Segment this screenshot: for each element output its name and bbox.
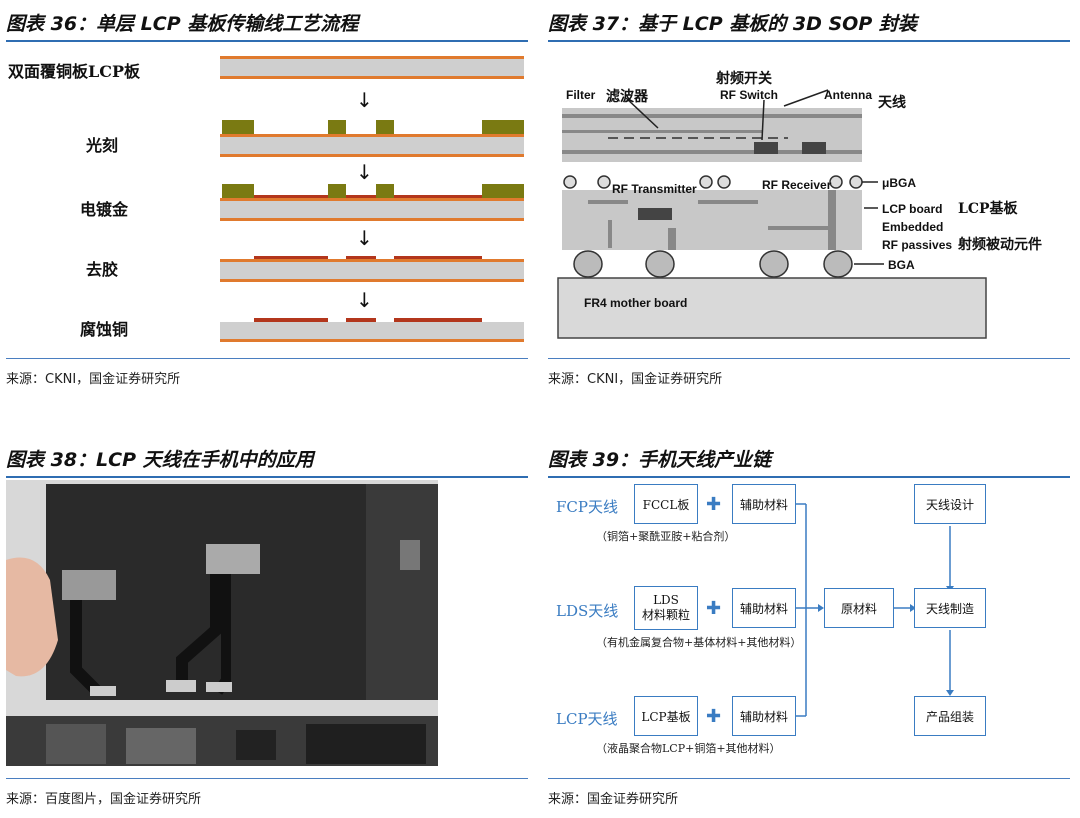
- bottom-rule: [548, 358, 1070, 359]
- step-label: 腐蚀铜: [80, 320, 129, 339]
- down-arrow-icon: ↓: [356, 288, 373, 312]
- box-text: FCCL板: [642, 497, 690, 512]
- fcp-antenna-label: FCP天线: [556, 498, 618, 516]
- product-assembly-box: 产品组装: [914, 696, 986, 736]
- layer-stack-3: [220, 184, 524, 221]
- fccl-board-box: FCCL板: [634, 484, 698, 524]
- bottom-rule: [6, 778, 528, 779]
- lds-material-box: LDS 材料颗粒: [634, 586, 698, 630]
- antenna-label: Antenna: [824, 88, 872, 102]
- title-rule: [548, 476, 1070, 478]
- step-label: 双面覆铜板LCP板: [8, 62, 141, 81]
- aux-material-box: 辅助材料: [732, 696, 796, 736]
- antenna-cn-label: 天线: [878, 95, 906, 111]
- figure-37-title: 图表 37：基于 LCP 基板的 3D SOP 封装: [548, 13, 917, 35]
- plus-icon: ✚: [706, 598, 722, 619]
- figure-source: 来源：国金证券研究所: [548, 792, 679, 807]
- figure-39: 图表 39：手机天线产业链 FCP天线 FCCL板 ✚ 辅助材料 （铜箔+聚酰亚…: [548, 446, 1070, 812]
- row-note: （铜箔+聚酰亚胺+粘合剂）: [596, 530, 736, 543]
- box-text: 天线设计: [925, 497, 974, 512]
- figure-39-title: 图表 39：手机天线产业链: [548, 449, 772, 471]
- figure-38-title: 图表 38：LCP 天线在手机中的应用: [6, 449, 314, 471]
- title-rule: [6, 476, 528, 478]
- rf-transmitter-label: RF Transmitter: [612, 182, 697, 196]
- embedded-label: Embedded: [882, 220, 944, 234]
- aux-material-box: 辅助材料: [732, 588, 796, 628]
- raw-material-box: 原材料: [824, 588, 894, 628]
- rf-switch-label: RF Switch: [720, 88, 779, 102]
- layer-stack-1: [220, 56, 524, 79]
- box-text: 辅助材料: [739, 709, 788, 724]
- step-label: 去胶: [86, 260, 119, 279]
- industry-chain-connectors: [796, 503, 954, 717]
- lds-antenna-label: LDS天线: [556, 602, 619, 620]
- antenna-design-box: 天线设计: [914, 484, 986, 524]
- lcp-antenna-label: LCP天线: [556, 710, 618, 728]
- box-text: 原材料: [840, 601, 877, 616]
- layer-stack-4: [220, 256, 524, 282]
- filter-cn-label: 滤波器: [606, 89, 648, 105]
- figure-source: 来源：CKNI，国金证券研究所: [6, 372, 181, 387]
- title-rule: [6, 40, 528, 42]
- box-text: 辅助材料: [739, 601, 788, 616]
- figure-36: 图表 36：单层 LCP 基板传输线工艺流程: [6, 10, 528, 390]
- layer-stack-2: [220, 120, 524, 157]
- sop-package-diagram: [557, 89, 987, 339]
- rf-switch-cn-label: 射频开关: [716, 71, 772, 87]
- filter-label: Filter: [566, 88, 596, 102]
- row-note: （有机金属复合物+基体材料+其他材料）: [596, 636, 802, 649]
- phone-teardown-photo: [6, 480, 438, 766]
- fr4-label: FR4 mother board: [584, 296, 688, 310]
- figure-36-title: 图表 36：单层 LCP 基板传输线工艺流程: [6, 13, 359, 35]
- plus-icon: ✚: [706, 706, 722, 727]
- bottom-rule: [548, 778, 1070, 779]
- lcp-substrate-box: LCP基板: [634, 696, 698, 736]
- step-label: 电镀金: [80, 200, 129, 219]
- bga-label: BGA: [888, 258, 915, 272]
- box-text: 天线制造: [925, 601, 974, 616]
- bottom-rule: [6, 358, 528, 359]
- figure-source: 来源：百度图片，国金证券研究所: [6, 792, 202, 807]
- step-label: 光刻: [86, 136, 119, 155]
- plus-icon: ✚: [706, 494, 722, 515]
- figure-source: 来源：CKNI，国金证券研究所: [548, 372, 723, 387]
- down-arrow-icon: ↓: [356, 88, 373, 112]
- down-arrow-icon: ↓: [356, 226, 373, 250]
- ubga-label: μBGA: [882, 176, 917, 190]
- row-note: （液晶聚合物LCP+铜箔+其他材料）: [596, 742, 781, 755]
- figure-38: 图表 38：LCP 天线在手机中的应用 来源：百度图片，国金证券研究所: [6, 446, 528, 812]
- box-text: 产品组装: [925, 709, 974, 724]
- down-arrow-icon: ↓: [356, 160, 373, 184]
- antenna-manufacturing-box: 天线制造: [914, 588, 986, 628]
- lcp-board-label: LCP board: [882, 202, 943, 216]
- title-rule: [548, 40, 1070, 42]
- layer-stack-5: [220, 318, 524, 342]
- box-text: LCP基板: [641, 709, 691, 724]
- box-text: LDS 材料颗粒: [641, 593, 690, 622]
- rf-receiver-label: RF Receiver: [762, 178, 832, 192]
- lcp-board-cn-label: LCP基板: [958, 201, 1018, 217]
- lcp-process-diagram: [220, 56, 524, 342]
- rf-passives-cn-label: 射频被动元件: [958, 237, 1042, 253]
- aux-material-box: 辅助材料: [732, 484, 796, 524]
- figure-37: 图表 37：基于 LCP 基板的 3D SOP 封装: [548, 10, 1070, 390]
- box-text: 辅助材料: [739, 497, 788, 512]
- rf-passives-label: RF passives: [882, 238, 953, 252]
